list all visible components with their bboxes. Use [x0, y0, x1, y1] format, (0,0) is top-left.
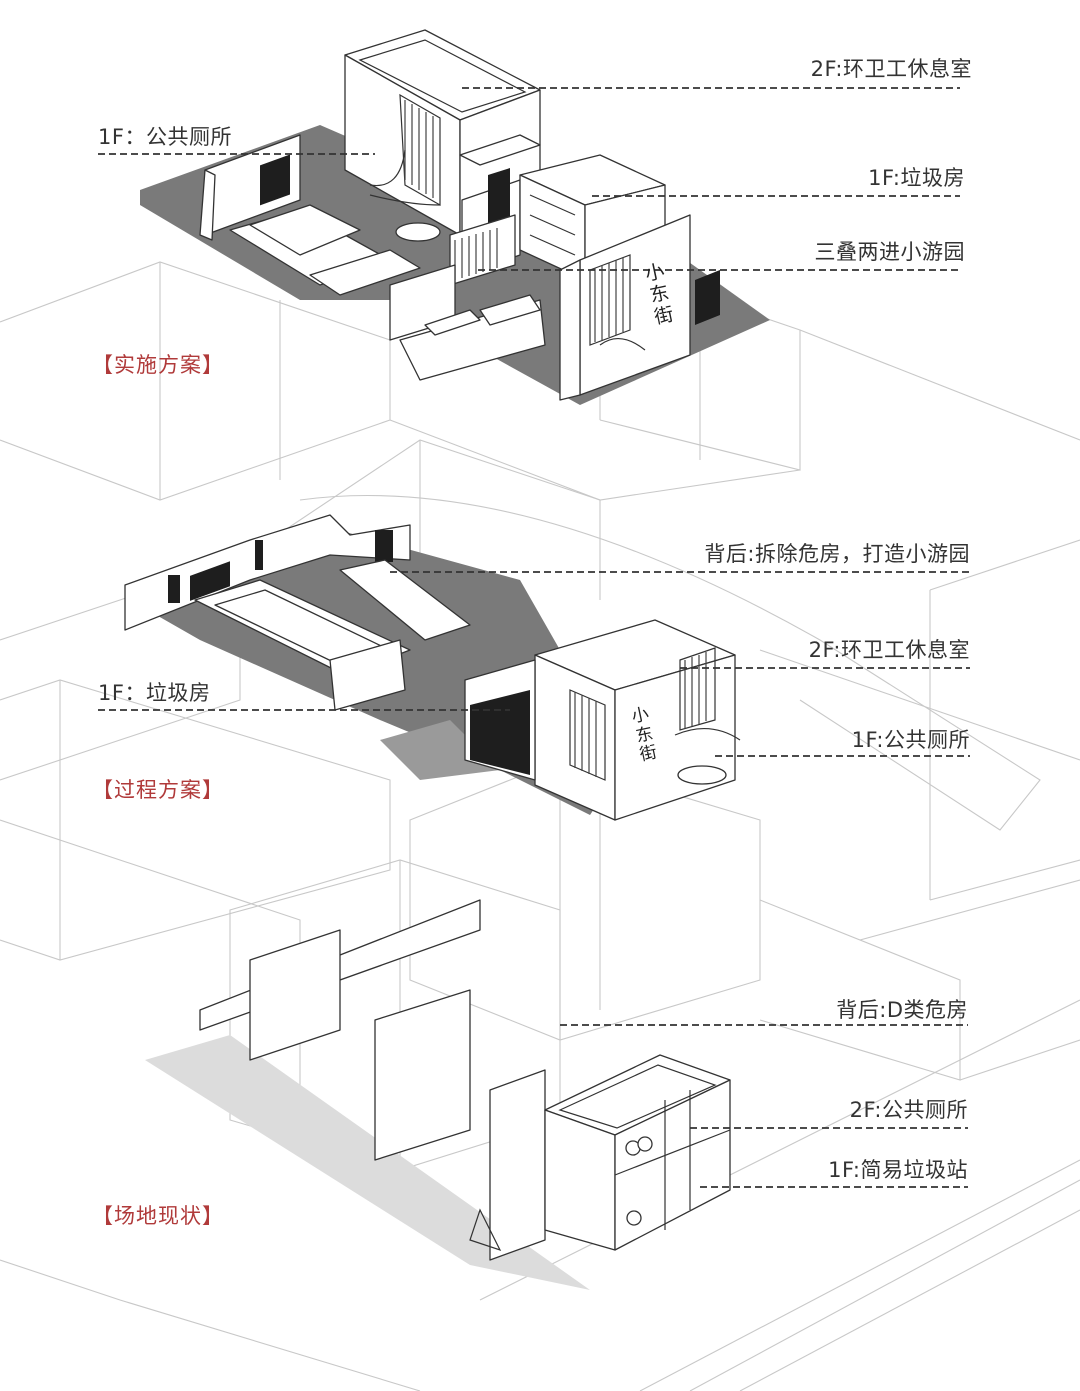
label-impl-garden: 三叠两进小游园 — [814, 240, 965, 264]
louvre-curtain — [369, 93, 441, 207]
label-proc-1f-toilet: 1F:公共厕所 — [851, 728, 970, 752]
label-impl-2f-rest-room: 2F:环卫工休息室 — [810, 57, 972, 81]
process-model — [124, 514, 741, 821]
current-site-model — [145, 899, 731, 1290]
gate-louvre — [589, 254, 646, 351]
process-louvre — [569, 647, 741, 781]
context-buildings — [0, 261, 1080, 1391]
section-title-implementation: 【实施方案】 — [92, 353, 224, 377]
implementation-model — [140, 29, 770, 405]
label-proc-2f-rest-room: 2F:环卫工休息室 — [808, 638, 970, 662]
label-impl-1f-toilet: 1F：公共厕所 — [98, 125, 232, 149]
label-impl-1f-garbage: 1F:垃圾房 — [868, 166, 965, 190]
leader-lines — [98, 87, 970, 1188]
section-title-process: 【过程方案】 — [92, 778, 224, 802]
label-site-2f-toilet: 2F:公共厕所 — [849, 1098, 968, 1122]
section-title-current-site: 【场地现状】 — [92, 1204, 224, 1228]
label-site-1f-garbage: 1F:简易垃圾站 — [828, 1158, 968, 1182]
label-site-back-danger: 背后:D类危房 — [836, 998, 968, 1022]
label-proc-1f-garbage: 1F：垃圾房 — [98, 681, 211, 705]
label-proc-back-garden: 背后:拆除危房，打造小游园 — [704, 542, 970, 566]
